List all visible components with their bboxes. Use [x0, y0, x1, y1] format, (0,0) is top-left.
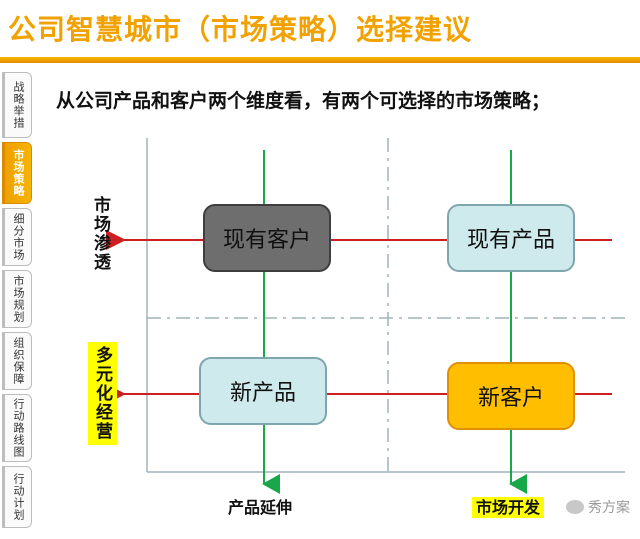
watermark-text: 秀方案 [588, 500, 630, 516]
box-label: 新客户 [477, 386, 544, 411]
tab-action-roadmap[interactable]: 行动路线图 [2, 394, 32, 462]
section-tabs: 战略举措 市场策略 细分市场 市场规划 组织保障 行动路线图 行动计划 [0, 72, 36, 532]
watermark: 秀方案 [566, 497, 630, 517]
label-product-extension: 产品延伸 [228, 498, 293, 517]
tab-market-strategy[interactable]: 市场策略 [2, 142, 32, 204]
box-label: 现有客户 [222, 228, 311, 253]
page-title: 公司智慧城市（市场策略）选择建议 [8, 13, 473, 46]
box-new-customers: 新客户 [447, 362, 575, 430]
title-bar: 公司智慧城市（市场策略）选择建议 [0, 0, 640, 63]
wechat-icon [566, 500, 584, 514]
label-market-development: 市场开发 [472, 494, 545, 518]
tab-market-segments[interactable]: 细分市场 [2, 208, 32, 266]
box-label: 现有产品 [466, 228, 555, 253]
tab-label: 行动计划 [12, 473, 25, 521]
tab-label: 行动路线图 [12, 398, 25, 458]
tab-label: 组织保障 [12, 337, 25, 385]
tab-market-planning[interactable]: 市场规划 [2, 270, 32, 328]
tab-label: 市场规划 [12, 275, 25, 323]
tab-strategic-initiatives[interactable]: 战略举措 [2, 72, 32, 138]
label-diversification: 多元化经营 [88, 342, 117, 445]
highlighted-text: 市场开发 [472, 497, 545, 518]
tab-label: 市场策略 [12, 149, 25, 197]
box-new-products: 新产品 [199, 357, 327, 425]
tab-action-plan[interactable]: 行动计划 [2, 466, 32, 528]
title-underline [0, 57, 640, 63]
tab-label: 细分市场 [12, 213, 25, 261]
label-market-penetration: 市场渗透 [90, 196, 110, 272]
box-existing-products: 现有产品 [447, 204, 575, 272]
box-label: 新产品 [229, 381, 296, 406]
box-existing-customers: 现有客户 [203, 204, 331, 272]
tab-organizational-support[interactable]: 组织保障 [2, 332, 32, 390]
tab-label: 战略举措 [12, 81, 25, 129]
subtitle: 从公司产品和客户两个维度看，有两个可选择的市场策略； [56, 90, 551, 112]
